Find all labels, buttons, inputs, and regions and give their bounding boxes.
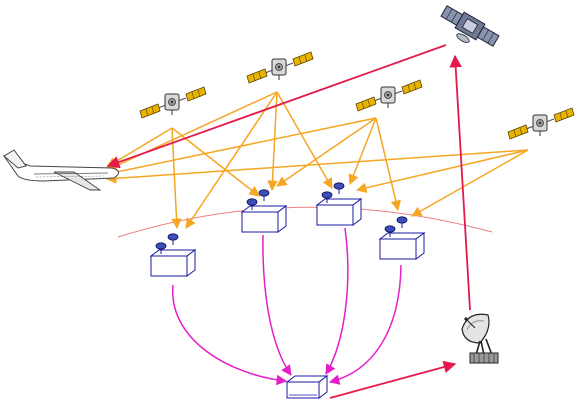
satellite-icon [507,107,575,140]
station-antenna-icon [150,233,196,277]
link-station4-master [328,264,402,385]
reference-station-1 [150,233,196,277]
signal-sat1-station2 [171,127,260,197]
signal-sat2-station1 [185,91,278,229]
uplink-dish [461,313,499,364]
link-station3-master [325,227,349,375]
signal-sat3-station3 [348,117,377,185]
signal-sat3-station4 [375,117,401,212]
signal-sat2-station3 [276,91,333,189]
aircraft-tail [3,149,27,169]
signal-sat4-aircraft [105,149,529,184]
satellite-icon [139,86,207,119]
signal-sat1-station1 [171,127,182,230]
link-geo-aircraft [106,44,447,169]
aircraft [2,149,119,191]
geo-satellite [440,5,500,47]
gnss-satellite-4 [507,107,575,140]
reference-station-4 [379,216,425,260]
ground-links [172,227,402,386]
reference-station-3 [316,182,362,226]
master-station [285,375,329,399]
gnss-satellite-1 [139,86,207,119]
link-master-dish [329,360,457,399]
link-station1-master [172,284,288,386]
station-antenna-icon [316,182,362,226]
signal-sat4-station4 [411,149,529,217]
gnss-satellite-3 [355,79,423,112]
link-dish-geo [449,54,471,311]
horizon-arc [117,206,493,238]
reference-station-2 [241,189,287,233]
signal-sat3-station2 [276,117,377,187]
signal-sat2-station2 [267,91,278,192]
station-antenna-icon [379,216,425,260]
satellite-icon [246,51,314,84]
aircraft-fuselage [2,154,119,182]
satellite-icon [355,79,423,112]
correction-links [106,44,471,399]
ranging-signals-to-stations [171,91,529,230]
station-antenna-icon [241,189,287,233]
gnss-satellite-2 [246,51,314,84]
signal-sat4-station3 [355,149,529,193]
link-station2-master [262,234,292,376]
